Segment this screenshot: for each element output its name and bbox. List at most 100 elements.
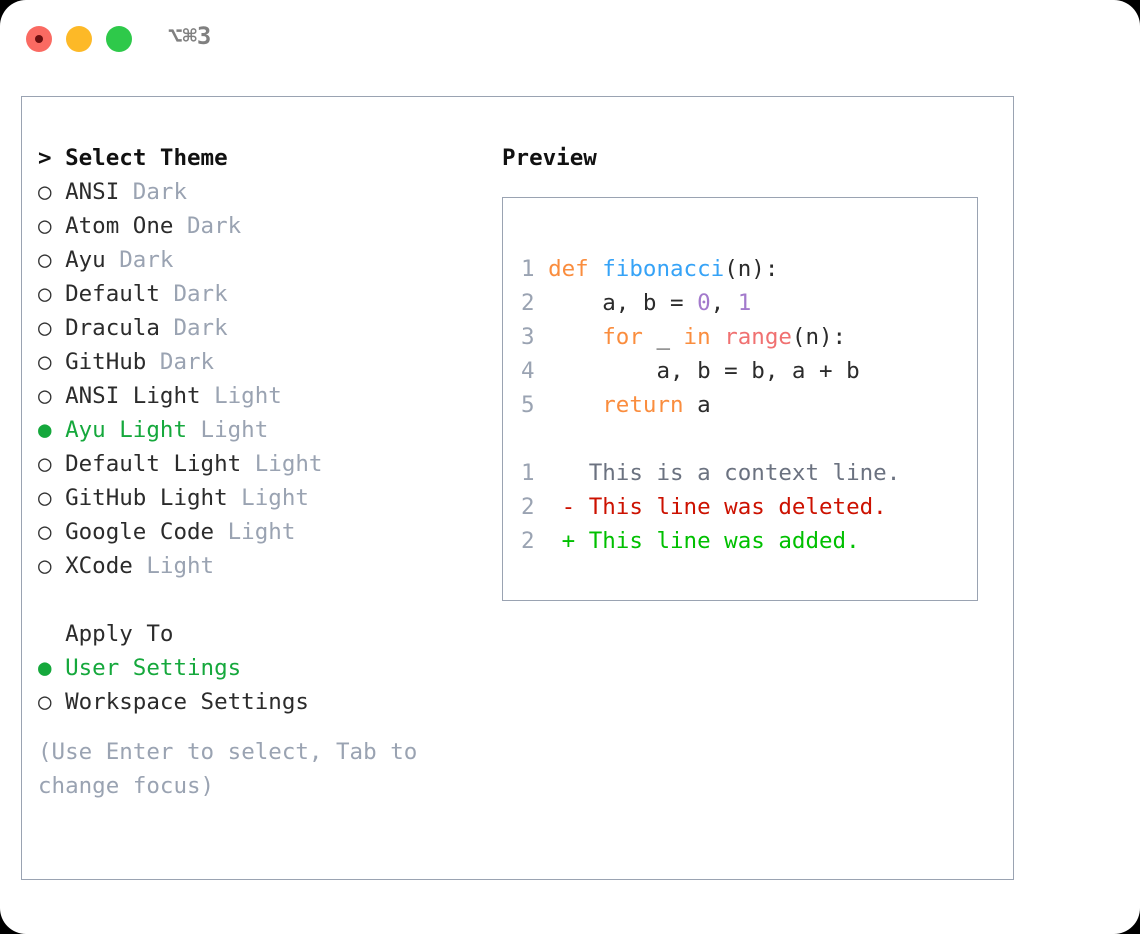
apply-to-item-label: Workspace Settings (65, 689, 309, 715)
theme-item-label: Dracula (65, 315, 160, 341)
theme-item-tag: Dark (119, 179, 187, 205)
theme-item-tag: Light (132, 553, 215, 579)
radio-unselected-icon[interactable]: ○ (38, 553, 52, 579)
preview-title: Preview (502, 145, 597, 171)
line-number: 2 (521, 528, 535, 554)
line-number: 3 (521, 324, 535, 350)
theme-item[interactable]: ○ Ayu Dark (38, 243, 488, 277)
code-line: 5 return a (503, 388, 977, 422)
code-line: 3 for _ in range(n): (503, 320, 977, 354)
theme-item-tag: Light (214, 519, 296, 545)
apply-to-item[interactable]: ● User Settings (38, 651, 488, 685)
theme-item-label: Ayu Light (65, 417, 187, 443)
zoom-button[interactable] (106, 26, 132, 52)
radio-unselected-icon[interactable]: ○ (38, 315, 52, 341)
select-theme-header: > Select Theme (38, 145, 228, 171)
code-token: _ (642, 324, 684, 350)
code-token (711, 324, 725, 350)
theme-item-tag: Light (227, 485, 309, 511)
theme-item-label: Default Light (65, 451, 242, 477)
radio-unselected-icon[interactable]: ○ (38, 519, 52, 545)
diff-line: 2 + This line was added. (503, 524, 977, 558)
line-number: 2 (521, 290, 535, 316)
theme-item[interactable]: ○ Google Code Light (38, 515, 488, 549)
theme-item-tag: Dark (159, 315, 228, 341)
radio-unselected-icon[interactable]: ○ (38, 213, 52, 239)
line-number: 2 (521, 494, 535, 520)
theme-item[interactable]: ○ Dracula Dark (38, 311, 488, 345)
diff-line: 1 This is a context line. (503, 456, 977, 490)
code-token: (n): (791, 324, 847, 350)
theme-item[interactable]: ○ Default Dark (38, 277, 488, 311)
theme-item-label: ANSI Light (65, 383, 201, 409)
line-gutter-space (535, 324, 549, 350)
code-token: a, b = (548, 290, 698, 316)
code-token: for (602, 324, 643, 350)
theme-item-label: Ayu (65, 247, 106, 273)
theme-item-label: GitHub Light (65, 485, 228, 511)
radio-unselected-icon[interactable]: ○ (38, 451, 52, 477)
code-line: 2 a, b = 0, 1 (503, 286, 977, 320)
theme-item-label: ANSI (65, 179, 120, 205)
theme-item[interactable]: ○Default Light Light (38, 447, 488, 481)
keyboard-shortcut-label: ⌥⌘3 (168, 22, 212, 50)
keyboard-hint: (Use Enter to select, Tab to change focu… (38, 739, 418, 799)
code-token: a (683, 392, 711, 418)
code-token: in (683, 324, 711, 350)
radio-unselected-icon[interactable]: ○ (38, 383, 52, 409)
radio-unselected-icon[interactable]: ○ (38, 179, 52, 205)
code-token: a, b = b, a + b (548, 358, 860, 384)
apply-to-list[interactable]: ● User Settings ○ Workspace Settings (38, 651, 488, 719)
theme-selection-column: > Select Theme ○ANSI Dark○Atom One Dark○… (38, 141, 488, 803)
line-gutter-space (535, 358, 549, 384)
apply-to-header: Apply To (38, 621, 174, 647)
theme-item[interactable]: ○ GitHub Dark (38, 345, 488, 379)
line-gutter-space (535, 392, 549, 418)
code-line: 4 a, b = b, a + b (503, 354, 977, 388)
theme-item-label: Default (65, 281, 160, 307)
minimize-button[interactable] (66, 26, 92, 52)
theme-item[interactable]: ○ ANSI Dark (38, 175, 488, 209)
code-token: def (548, 256, 589, 282)
radio-unselected-icon[interactable]: ○ (38, 485, 52, 511)
theme-list[interactable]: ○ANSI Dark○Atom One Dark○Ayu Dark○Defaul… (38, 175, 488, 583)
apply-to-item-label: User Settings (65, 655, 242, 681)
radio-unselected-icon[interactable]: ○ (38, 349, 52, 375)
close-button[interactable] (26, 26, 52, 52)
theme-item-tag: Dark (159, 281, 228, 307)
theme-item-tag: Dark (105, 247, 174, 273)
theme-item[interactable]: ○XCode Light (38, 549, 488, 583)
code-line: 1 def fibonacci(n): (503, 252, 977, 286)
radio-unselected-icon[interactable]: ○ (38, 247, 52, 273)
tui-panel: > Select Theme ○ANSI Dark○Atom One Dark○… (21, 96, 1014, 880)
radio-unselected-icon[interactable]: ○ (38, 689, 52, 715)
theme-item[interactable]: ○Atom One Dark (38, 209, 488, 243)
theme-item-tag: Light (187, 417, 269, 443)
line-number: 1 (521, 256, 535, 282)
theme-item[interactable]: ● Ayu Light Light (38, 413, 488, 447)
line-gutter-space (535, 256, 549, 282)
theme-item-label: GitHub (65, 349, 147, 375)
theme-item-label: Google Code (65, 519, 215, 545)
theme-item-tag: Dark (146, 349, 215, 375)
theme-item[interactable]: ○ GitHub Light Light (38, 481, 488, 515)
theme-item-tag: Dark (173, 213, 242, 239)
code-token: fibonacci (602, 256, 725, 282)
code-token: return (602, 392, 684, 418)
code-token (548, 392, 602, 418)
radio-selected-icon[interactable]: ● (38, 417, 52, 443)
code-token: 0 (697, 290, 711, 316)
apply-to-item[interactable]: ○ Workspace Settings (38, 685, 488, 719)
theme-item[interactable]: ○ANSI Light Light (38, 379, 488, 413)
code-token (589, 256, 603, 282)
diff-line-text: + This line was added. (534, 528, 860, 554)
code-token: , (710, 290, 738, 316)
line-number: 4 (521, 358, 535, 384)
radio-selected-icon[interactable]: ● (38, 655, 52, 681)
diff-line-text: This is a context line. (534, 460, 901, 486)
radio-unselected-icon[interactable]: ○ (38, 281, 52, 307)
code-token (548, 324, 602, 350)
line-gutter-space (535, 290, 549, 316)
title-bar: ⌥⌘3 (0, 0, 1140, 78)
